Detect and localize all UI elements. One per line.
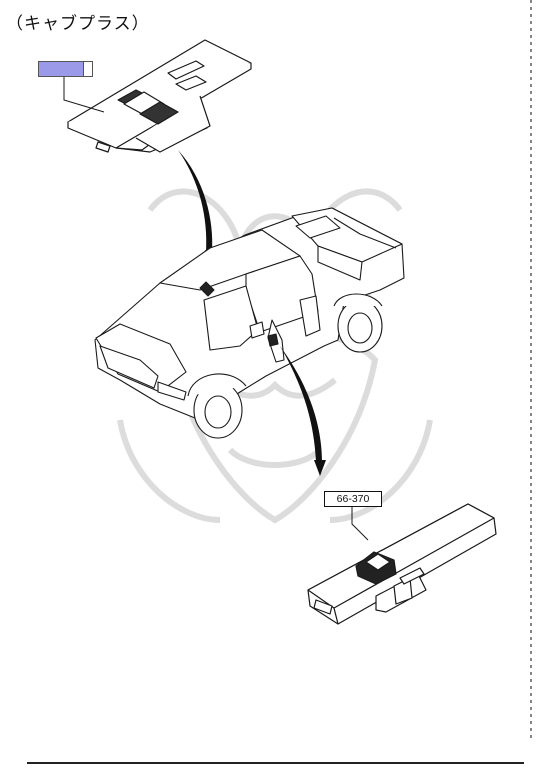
- page-title: （キャブプラス）: [6, 14, 150, 34]
- front-power-window-switch-panel: [307, 503, 497, 625]
- part-reference-label[interactable]: 66-370: [324, 491, 382, 507]
- rear-power-window-switch-panel: [67, 39, 252, 153]
- highlighted-part-label[interactable]: [38, 61, 93, 77]
- lower-arrow: [280, 346, 322, 462]
- lower-leader-line: [351, 506, 369, 541]
- upper-leader-line: [63, 76, 105, 113]
- bottom-rule: [27, 762, 524, 764]
- pickup-truck: [94, 207, 405, 439]
- upper-arrow: [178, 150, 213, 252]
- page-edge-rule: [530, 0, 532, 740]
